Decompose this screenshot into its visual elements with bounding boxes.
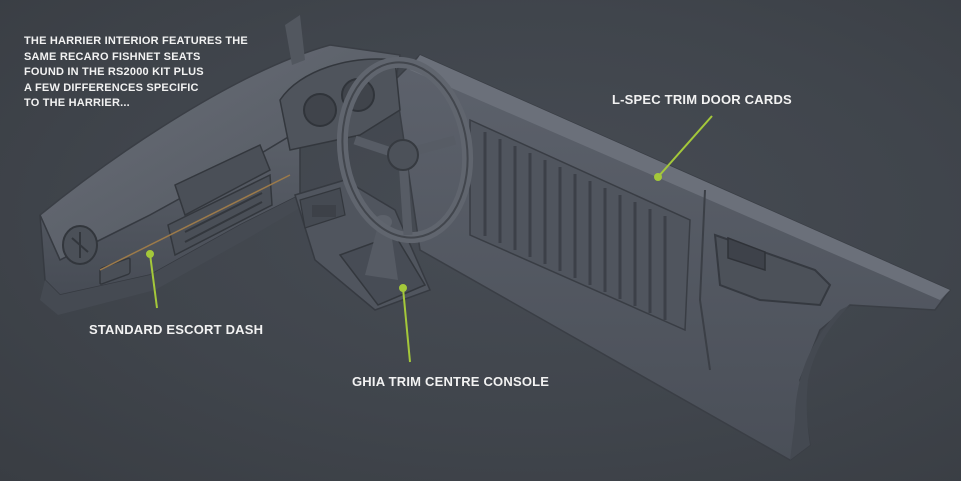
steering-wheel xyxy=(336,56,474,244)
dash-left-vent xyxy=(62,225,98,265)
door-card-leader-dot xyxy=(654,173,662,181)
door-card-ribs xyxy=(483,132,667,320)
door-cards-callout-label: L-SPEC TRIM DOOR CARDS xyxy=(612,92,792,107)
console-leader-line xyxy=(402,287,411,363)
console-leader-dot xyxy=(399,284,407,292)
door-card xyxy=(394,54,952,461)
dash-callout-label: STANDARD ESCORT DASH xyxy=(89,322,264,337)
dash-leader-dot xyxy=(146,250,154,258)
intro-line-1: THE HARRIER INTERIOR FEATURES THE xyxy=(24,35,248,47)
dash-leader-line xyxy=(149,253,158,309)
dash-centre-stack xyxy=(167,143,273,257)
intro-line-4: A FEW DIFFERENCES SPECIFIC xyxy=(24,81,199,94)
door-card-leader-line xyxy=(657,115,713,178)
door-pull xyxy=(713,233,832,307)
dashboard xyxy=(39,15,401,315)
intro-line-2: SAME RECARO FISHNET SEATS xyxy=(24,50,201,63)
callout-lines xyxy=(146,115,713,363)
intro-text: THE HARRIER INTERIOR FEATURES THE SAME R… xyxy=(24,34,294,112)
intro-line-5: TO THE HARRIER... xyxy=(24,97,130,109)
console-callout-label: GHIA TRIM CENTRE CONSOLE xyxy=(352,374,550,389)
intro-line-3: FOUND IN THE RS2000 KIT PLUS xyxy=(24,66,204,78)
